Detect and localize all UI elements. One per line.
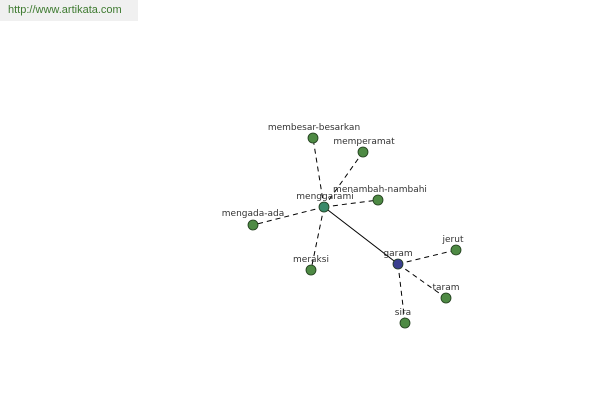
node-memperamat[interactable]	[357, 146, 369, 158]
node-label-garam[interactable]: garam	[383, 249, 412, 259]
edge-garam-to-taram	[397, 263, 447, 299]
graph-edges	[252, 137, 457, 324]
artikata-url-link[interactable]: http://www.artikata.com	[0, 0, 138, 21]
graph-labels: menggarami garam membesar-besarkan memperam…	[222, 123, 464, 318]
node-label-mengada-ada[interactable]: mengada-ada	[222, 209, 284, 219]
node-label-membesar-besarkan[interactable]: membesar-besarkan	[268, 123, 360, 133]
graph-nodes	[247, 132, 462, 329]
edge-menggarami-to-garam	[323, 206, 399, 265]
node-sira[interactable]	[399, 317, 411, 329]
node-menggarami[interactable]	[318, 201, 330, 213]
edge-menggarami-to-menambah-nambahi	[323, 199, 379, 208]
node-membesar-besarkan[interactable]	[307, 132, 319, 144]
node-label-memperamat[interactable]: memperamat	[333, 137, 395, 147]
node-label-sira[interactable]: sira	[395, 308, 411, 318]
node-label-menggarami[interactable]: menggarami	[296, 192, 353, 202]
edge-garam-to-sira	[397, 263, 406, 324]
node-label-meraksi[interactable]: meraksi	[293, 255, 329, 265]
node-garam[interactable]	[392, 258, 404, 270]
edge-menggarami-to-meraksi	[310, 206, 325, 271]
node-meraksi[interactable]	[305, 264, 317, 276]
edge-menggarami-to-mengada-ada	[252, 206, 325, 226]
node-label-jerut[interactable]: jerut	[442, 235, 464, 245]
node-menambah-nambahi[interactable]	[372, 194, 384, 206]
edge-menggarami-to-memperamat	[323, 151, 364, 208]
node-label-menambah-nambahi[interactable]: menambah-nambahi	[333, 185, 427, 195]
node-taram[interactable]	[440, 292, 452, 304]
edge-menggarami-to-membesar-besarkan	[312, 137, 325, 208]
node-mengada-ada[interactable]	[247, 219, 259, 231]
node-jerut[interactable]	[450, 244, 462, 256]
edge-garam-to-jerut	[397, 249, 457, 265]
node-label-taram[interactable]: taram	[432, 283, 459, 293]
